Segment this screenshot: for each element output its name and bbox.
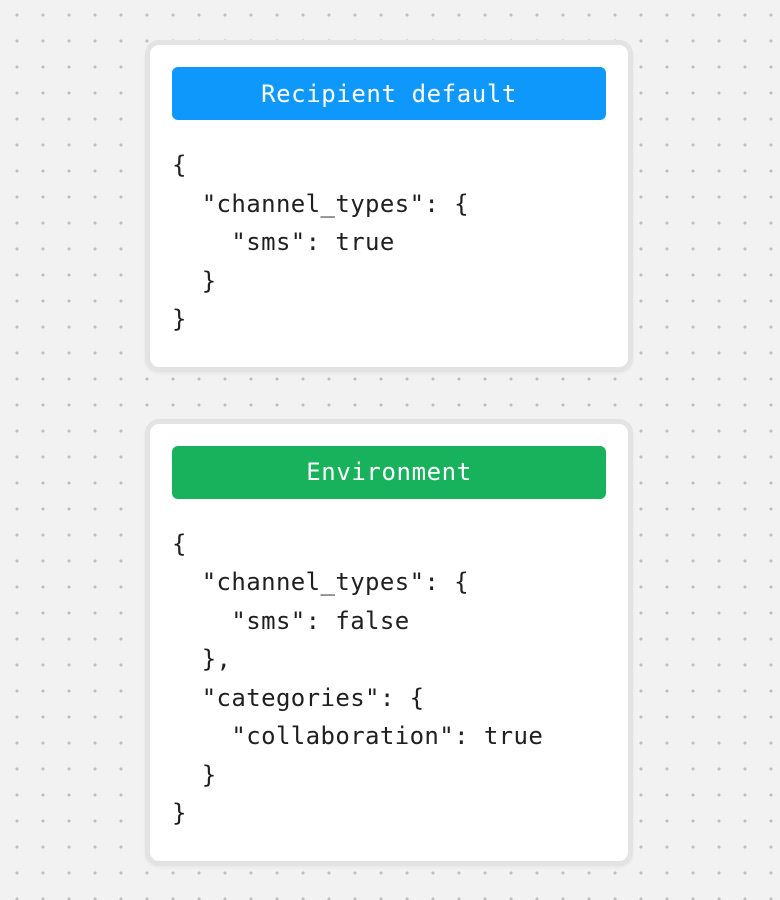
recipient-default-badge: Recipient default [172, 67, 606, 120]
dotted-canvas: Recipient default { "channel_types": { "… [145, 0, 633, 866]
recipient-default-card: Recipient default { "channel_types": { "… [145, 40, 633, 372]
recipient-default-json-code: { "channel_types": { "sms": true } } [172, 151, 469, 333]
environment-json-code: { "channel_types": { "sms": false }, "ca… [172, 529, 544, 828]
environment-badge: Environment [172, 445, 606, 499]
environment-card: Environment { "channel_types": { "sms": … [145, 418, 633, 866]
